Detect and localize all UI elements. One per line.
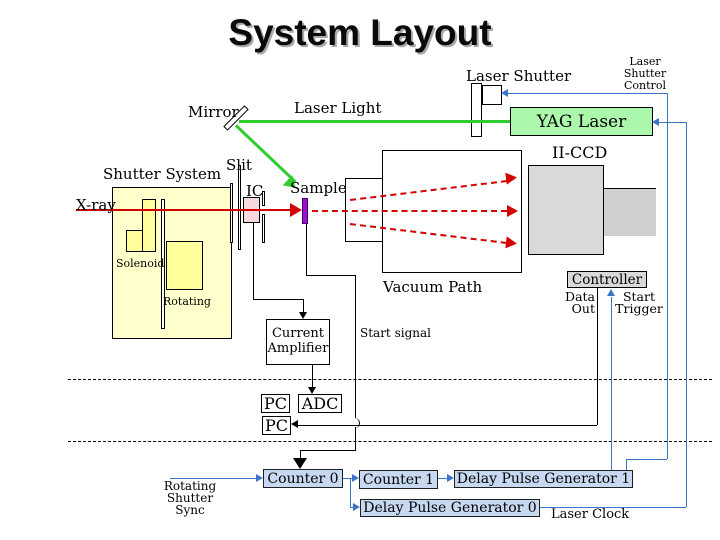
laser-shutter-label: Laser Shutter: [466, 67, 572, 85]
arrowhead-into-counter0: [293, 458, 307, 469]
page-title: System Layout: [228, 12, 492, 53]
solenoid-label: Solenoid: [116, 257, 165, 270]
arrowhead-into-dpg0: [353, 503, 360, 511]
scattered-beam-arrowhead: [505, 236, 518, 250]
shutter-system-label: Shutter System: [103, 165, 222, 183]
start-signal-line: [355, 275, 356, 419]
laser-shutter-actuator: [482, 85, 502, 105]
ii-ccd-side-unit: [604, 188, 656, 236]
sample-signal-line: [306, 224, 307, 276]
ii-ccd-label: II-CCD: [552, 143, 608, 162]
adc-box: ADC: [298, 394, 342, 413]
dashed-separator-top: [68, 379, 712, 380]
laser-clock-line: [686, 122, 687, 507]
amplifier-to-adc-line: [312, 365, 313, 388]
counter1-to-dpg1-line: [438, 478, 448, 479]
dashed-separator-bottom: [68, 441, 712, 442]
laser-beam-diagonal: [234, 124, 297, 184]
rotating-shutter-axle: [161, 199, 165, 329]
laser-shutter-control-line: [626, 459, 627, 470]
arrowhead-into-adc: [308, 387, 316, 394]
ic-output-line: [253, 299, 304, 300]
scattered-beam-arrowhead: [507, 205, 518, 217]
laser-light-label: Laser Light: [294, 99, 382, 117]
arrowhead-into-counter0-left: [256, 474, 263, 482]
counter0-to-counter1-line: [343, 478, 353, 479]
ic-label: IC: [246, 182, 264, 200]
arrowhead-into-laser-shutter: [501, 89, 508, 97]
scattered-beam-middle: [312, 210, 507, 212]
ic-output-line: [303, 299, 304, 313]
start-signal-label: Start signal: [360, 326, 431, 340]
sample-label: Sample: [290, 179, 347, 197]
sample-signal-line: [306, 275, 356, 276]
laser-shutter-control-line: [508, 93, 667, 94]
controller-box: Controller: [567, 271, 647, 288]
laser-clock-line: [659, 122, 686, 123]
rotating-shutter-disc: [166, 241, 203, 290]
counter0-to-dpg0-line: [350, 507, 354, 508]
start-signal-line: [355, 427, 356, 450]
line-crossing-hop: [354, 418, 360, 428]
xray-label: X-ray: [76, 196, 116, 214]
pc1-box: PC: [261, 394, 290, 413]
data-out-line: [597, 288, 598, 425]
counter0-to-dpg0-line: [350, 478, 351, 508]
arrowhead-into-counter1: [352, 474, 359, 482]
start-signal-line: [300, 450, 301, 459]
sample-bar: [302, 198, 308, 224]
arrowhead-into-amplifier: [299, 312, 307, 319]
start-trigger-line: [611, 297, 612, 470]
counter1-box: Counter 1: [359, 470, 438, 489]
rotating-label: Rotating: [163, 295, 211, 308]
delay-pulse-generator1-box: Delay Pulse Generator 1: [454, 470, 633, 488]
arrowhead-into-dpg1: [447, 474, 454, 482]
slit-blade-right: [238, 165, 241, 250]
data-out-label: Data Out: [565, 289, 595, 316]
data-out-line: [298, 425, 597, 426]
solenoid-shutter-blade: [142, 199, 156, 252]
vacuum-path-label: Vacuum Path: [383, 278, 483, 296]
mirror-label: Mirror: [188, 103, 239, 121]
arrowhead-into-controller: [607, 289, 615, 296]
ii-ccd-camera-box: [528, 165, 604, 255]
laser-beam-horizontal: [239, 120, 510, 123]
solenoid-shutter-foot: [126, 230, 143, 252]
laser-shutter-control-label: Laser Shutter Control: [623, 55, 667, 92]
scattered-beam-arrowhead: [505, 171, 518, 185]
xray-beam-line: [76, 209, 291, 211]
laser-shutter-control-line: [626, 459, 667, 460]
rotating-shutter-sync-line: [170, 478, 256, 479]
pc2-box: PC: [262, 416, 291, 435]
laser-shutter-blade: [471, 83, 482, 137]
laser-shutter-control-line: [667, 93, 668, 459]
counter0-box: Counter 0: [263, 469, 343, 488]
slit2-blade-bottom: [262, 214, 265, 243]
start-trigger-label: Start Trigger: [615, 289, 663, 316]
ic-output-line: [253, 223, 254, 300]
rotating-shutter-sync-label: Rotating Shutter Sync: [163, 479, 217, 517]
start-signal-line: [300, 450, 356, 451]
slit2-blade-top: [262, 191, 265, 206]
laser-clock-label: Laser Clock: [551, 507, 630, 522]
arrowhead-into-yag-laser: [652, 118, 659, 126]
slit-blade-left: [230, 183, 233, 243]
yag-laser-box: YAG Laser: [510, 107, 653, 136]
arrowhead-into-pc2: [291, 420, 298, 428]
slit-label: Slit: [226, 156, 252, 174]
xray-arrowhead-at-sample: [290, 203, 302, 217]
current-amplifier-box: Current Amplifier: [266, 319, 330, 365]
delay-pulse-generator0-box: Delay Pulse Generator 0: [360, 499, 540, 517]
laser-clock-line: [540, 507, 686, 508]
